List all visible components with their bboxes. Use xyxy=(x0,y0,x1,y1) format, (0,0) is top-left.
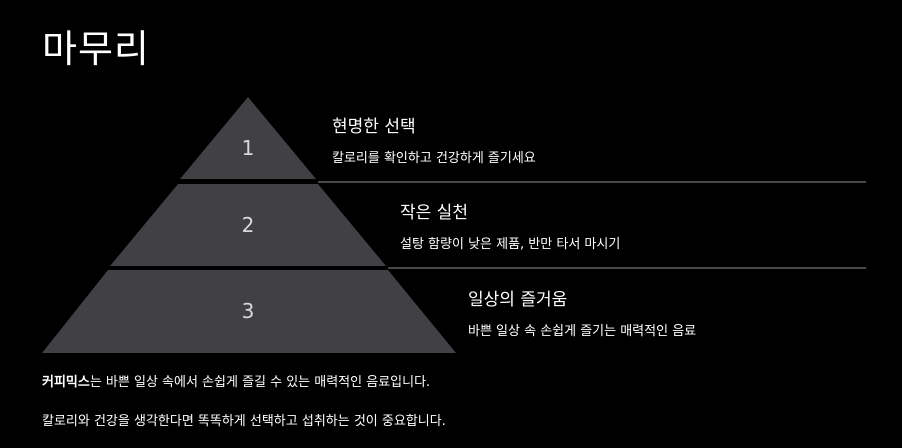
pyramid-step-1: 현명한 선택 칼로리를 확인하고 건강하게 즐기세요 xyxy=(332,112,536,166)
pyramid-step-2-description: 설탕 함량이 낮은 제품, 반만 타서 마시기 xyxy=(400,237,621,252)
pyramid-step-1-title: 현명한 선택 xyxy=(332,117,416,137)
summary-line-2: 칼로리와 건강을 생각한다면 똑똑하게 선택하고 섭취하는 것이 중요합니다. xyxy=(42,414,446,429)
pyramid-step-3-title: 일상의 즐거움 xyxy=(468,290,568,310)
pyramid-step-3-description: 바쁜 일상 속 손쉽게 즐기는 매력적인 음료 xyxy=(468,324,697,339)
pyramid-level-2 xyxy=(110,184,386,266)
pyramid-step-2-title: 작은 실천 xyxy=(400,203,468,223)
summary-line-1-text: 는 바쁜 일상 속에서 손쉽게 즐길 수 있는 매력적인 음료입니다. xyxy=(89,375,431,390)
pyramid-level-3-number: 3 xyxy=(242,299,255,323)
pyramid-step-2: 작은 실천 설탕 함량이 낮은 제품, 반만 타서 마시기 xyxy=(400,198,620,252)
pyramid-step-1-description: 칼로리를 확인하고 건강하게 즐기세요 xyxy=(332,151,536,166)
pyramid-level-3 xyxy=(42,270,456,353)
pyramid-level-1-number: 1 xyxy=(242,136,255,160)
brand-name: 커피믹스 xyxy=(42,375,90,390)
summary-line-1: 커피믹스는 바쁜 일상 속에서 손쉽게 즐길 수 있는 매력적인 음료입니다. xyxy=(42,371,430,390)
pyramid-level-2-number: 2 xyxy=(242,213,255,237)
pyramid-step-3: 일상의 즐거움 바쁜 일상 속 손쉽게 즐기는 매력적인 음료 xyxy=(468,285,696,339)
page-title: 마무리 xyxy=(42,27,150,71)
pyramid-level-1 xyxy=(180,97,316,179)
